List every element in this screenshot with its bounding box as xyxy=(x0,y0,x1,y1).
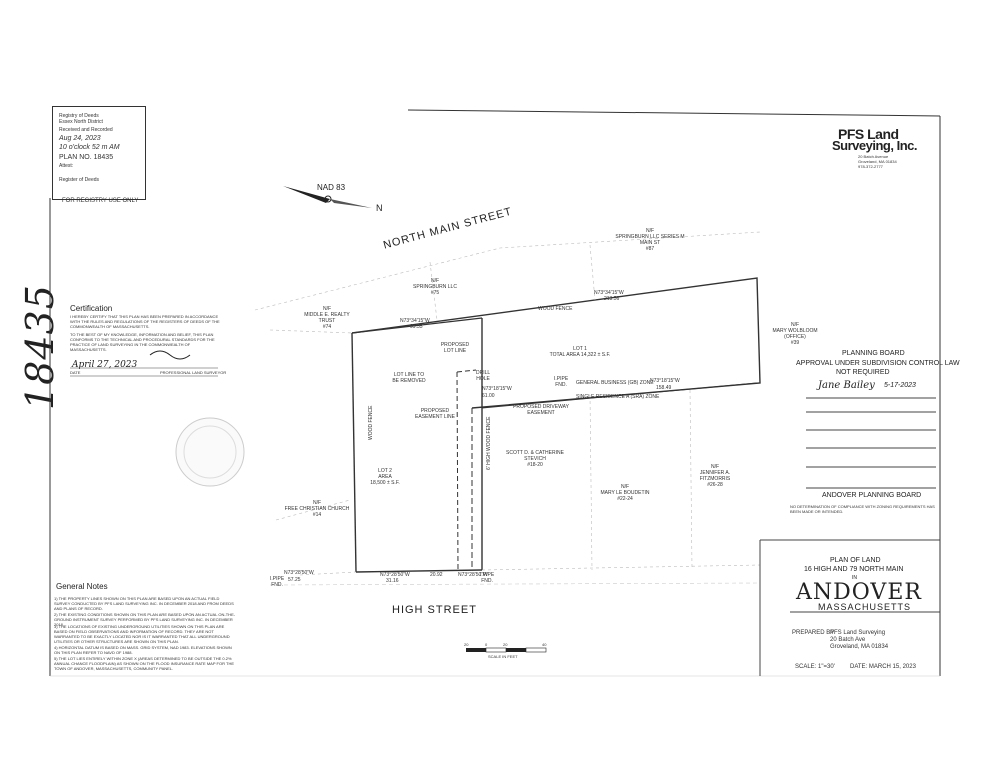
date-label: DATE xyxy=(70,370,81,375)
prepared-by-name: PFS Land Surveying xyxy=(830,630,886,636)
stamp-line: Attest: xyxy=(59,163,74,169)
stamp-line: Essex North District xyxy=(59,119,103,125)
planning-board-not-required: NOT REQUIRED xyxy=(836,369,890,376)
scale-bar-label: SCALE IN FEET xyxy=(488,654,518,659)
planning-board-sig-date: 5-17-2023 xyxy=(884,382,916,389)
lot-1-label: LOT 1 TOTAL AREA 14,322 ± S.F. xyxy=(549,346,611,358)
bearing-label: N73°34'15"W xyxy=(400,318,430,324)
proposed-driveway-label: PROPOSED DRIVEWAY EASEMENT xyxy=(513,404,569,416)
proposed-lot-line-label: PROPOSED LOT LINE xyxy=(440,342,470,354)
drill-hole-label: DRILL HOLE xyxy=(476,370,491,382)
scale-tick: 40 xyxy=(542,642,547,647)
planning-board-signature: Jane Bailey xyxy=(818,380,875,391)
certification-title: Certification xyxy=(70,304,113,313)
owner-middle-e-realty: N/F MIDDLE E. REALTY TRUST #74 xyxy=(304,306,350,330)
distance-label: 61.00 xyxy=(482,393,495,399)
prepared-by-address-2: Groveland, MA 01834 xyxy=(830,644,889,650)
distance-label: 99.35 xyxy=(410,324,423,330)
owner-springburn-75: N/F SPRINGBURN LLC #75 xyxy=(413,278,457,296)
certification-date: April 27, 2023 xyxy=(72,360,138,370)
north-datum: NAD 83 xyxy=(317,183,346,192)
scale-tick: 20 xyxy=(464,642,469,647)
zoning-note: NO DETERMINATION OF COMPLIANCE WITH ZONI… xyxy=(790,504,935,514)
plan-title-in: IN xyxy=(852,575,857,581)
stamp-line: Received and Recorded xyxy=(59,127,113,133)
general-note-4: 4) HORIZONTAL DATUM IS BASED ON MASS. GR… xyxy=(54,645,232,655)
bearing-label: N73°34'15"W xyxy=(594,290,624,296)
zone-gb-label: GENERAL BUSINESS (GB) ZONE xyxy=(576,380,654,386)
high-wood-fence-label: 6' HIGH WOOD FENCE xyxy=(486,416,492,470)
plan-title-line1: PLAN OF LAND xyxy=(830,557,881,564)
scale-tick: 0 xyxy=(485,642,488,647)
stamp-line: Aug 24, 2023 xyxy=(59,135,101,142)
wood-fence-top-label: WOOD FENCE xyxy=(538,306,573,312)
iron-pipe-label: I.PIPE FND. xyxy=(270,576,285,588)
certification-paragraph-1: I HEREBY CERTIFY THAT THIS PLAN HAS BEEN… xyxy=(70,314,220,329)
owner-scott-stevich: SCOTT D. & CATHERINE STEVICH #18-20 xyxy=(506,450,564,468)
prepared-by-label: PREPARED BY: xyxy=(792,630,836,636)
iron-pipe-label: I.PIPE FND. xyxy=(554,376,569,388)
general-note-2: 2) THE EXISTING CONDITIONS SHOWN ON THIS… xyxy=(54,612,236,627)
certification-paragraph-2: TO THE BEST OF MY KNOWLEDGE, INFORMATION… xyxy=(70,332,215,352)
general-note-3: 3) THE LOCATIONS OF EXISTING UNDERGROUND… xyxy=(54,624,230,644)
owner-springburn-87: N/F SPRINGBURN LLC SERIES M MAIN ST #87 xyxy=(615,228,685,252)
planning-board-name: ANDOVER PLANNING BOARD xyxy=(822,492,922,499)
planning-board-title: PLANNING BOARD xyxy=(842,350,905,357)
stamp-line: Register of Deeds xyxy=(59,177,100,183)
scale-tick: 20 xyxy=(503,642,508,647)
wood-fence-left-label: WOOD FENCE xyxy=(368,405,374,440)
owner-mary-le-boudetin: N/F MARY LE BOUDETIN #22-24 xyxy=(600,484,650,502)
general-notes-title: General Notes xyxy=(56,582,108,591)
registry-stamp: Registry of Deeds Essex North District R… xyxy=(52,106,146,200)
owner-wolbloom: N/F MARY WOLBLOOM (OFFICE) #39 xyxy=(772,322,818,346)
scale-label: SCALE: 1"=30' xyxy=(795,664,835,670)
plan-title-state: MASSACHUSETTS xyxy=(818,602,912,612)
distance-label: 213.56 xyxy=(604,296,620,302)
surveyor-label: PROFESSIONAL LAND SURVEYOR xyxy=(160,370,227,375)
stamp-line: 10 o'clock 52 m AM xyxy=(59,144,120,151)
bearing-label: N73°18'15"W xyxy=(482,386,512,392)
prepared-by-address-1: 20 Batch Ave xyxy=(830,637,866,643)
owner-free-christian-church: N/F FREE CHRISTIAN CHURCH #14 xyxy=(284,500,350,518)
lot-line-removed-label: LOT LINE TO BE REMOVED xyxy=(392,372,426,384)
bearing-label: N73°28'50"W xyxy=(458,572,488,578)
stamp-line: Registry of Deeds xyxy=(59,113,99,119)
plan-title-town: ANDOVER xyxy=(796,580,922,605)
lot-2-label: LOT 2 AREA 18,500 ± S.F. xyxy=(370,468,400,486)
general-note-1: 1) THE PROPERTY LINES SHOWN ON THIS PLAN… xyxy=(54,596,234,611)
zone-sr-label: SINGLE RESIDENCE A (SRA) ZONE xyxy=(576,394,660,400)
bearing-label: N73°18'15"W xyxy=(650,378,680,384)
distance-label: 20.92 xyxy=(430,572,443,578)
company-name-line2: Surveying, Inc. xyxy=(832,138,917,153)
iron-pipe-label: I.PIPE FND. xyxy=(480,572,495,584)
north-letter: N xyxy=(376,203,383,213)
stamp-line: PLAN NO. 18435 xyxy=(59,154,114,161)
general-note-5: 5) THE LOT LIES ENTIRELY WITHIN ZONE X (… xyxy=(54,656,235,671)
distance-label: 158.49 xyxy=(656,385,672,391)
date-label: DATE: MARCH 15, 2023 xyxy=(850,664,916,670)
plan-title-line2: 16 HIGH AND 79 NORTH MAIN xyxy=(804,566,904,573)
company-name-line1: PFS Land xyxy=(838,126,899,142)
street-high: HIGH STREET xyxy=(392,604,477,616)
owner-jennifer-fitzmorris: N/F JENNIFER A. FITZMORRIS #26-28 xyxy=(699,464,731,488)
company-address: 20 Batch Avenue Groveland, MA 01834 978-… xyxy=(858,154,897,169)
distance-label: 57.25 xyxy=(288,577,301,583)
registry-use-label: FOR REGISTRY USE ONLY xyxy=(62,198,139,204)
bearing-label: N73°28'50"W xyxy=(284,570,314,576)
planning-board-approval: APPROVAL UNDER SUBDIVISION CONTROL LAW xyxy=(796,360,960,367)
bearing-label: N73°28'50"W xyxy=(380,572,410,578)
proposed-easement-label: PROPOSED EASEMENT LINE xyxy=(415,408,455,420)
distance-label: 31.16 xyxy=(386,578,399,584)
